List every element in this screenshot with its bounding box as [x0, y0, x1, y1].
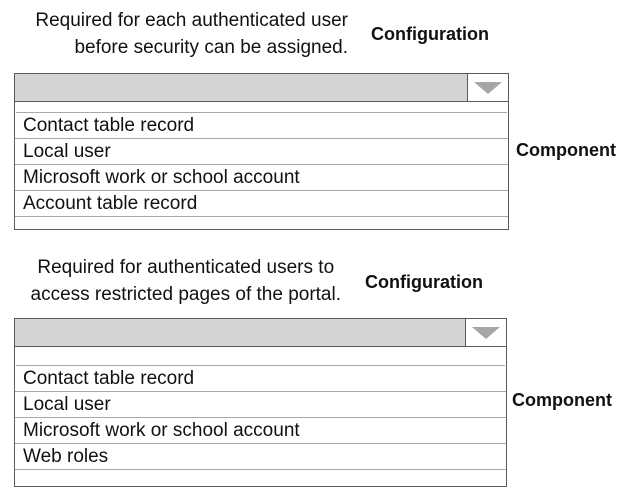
question-1-line-1: Required for each authenticated user	[35, 10, 348, 31]
dropdown-2-option-contact-table-record[interactable]: Contact table record	[15, 366, 506, 392]
question-2-line-1: Required for authenticated users to	[37, 257, 335, 278]
configuration-label-1: Configuration	[371, 24, 489, 44]
chevron-down-icon[interactable]	[467, 74, 508, 101]
dropdown-1-options: Contact table record Local user Microsof…	[15, 112, 508, 217]
dropdown-1-option-account-table-record[interactable]: Account table record	[15, 191, 508, 217]
configuration-label-2: Configuration	[365, 272, 483, 292]
component-label-1: Component	[516, 140, 616, 160]
dropdown-2-divider	[16, 365, 505, 366]
dropdown-2-option-microsoft-account[interactable]: Microsoft work or school account	[15, 418, 506, 444]
dropdown-2-option-web-roles[interactable]: Web roles	[15, 444, 506, 470]
dropdown-1-selected-value[interactable]	[15, 74, 508, 102]
dropdown-1-option-local-user[interactable]: Local user	[15, 139, 508, 165]
chevron-down-icon[interactable]	[465, 319, 506, 346]
dropdown-2-options: Contact table record Local user Microsof…	[15, 365, 506, 470]
dropdown-1-divider	[16, 112, 507, 113]
dropdown-1-option-contact-table-record[interactable]: Contact table record	[15, 113, 508, 139]
dropdown-2-option-local-user[interactable]: Local user	[15, 392, 506, 418]
question-2: Required for authenticated users to acce…	[31, 254, 342, 308]
dropdown-1[interactable]: Contact table record Local user Microsof…	[14, 73, 509, 230]
dropdown-2-selected-value[interactable]	[15, 319, 506, 347]
question-2-line-2: access restricted pages of the portal.	[30, 284, 342, 305]
question-1-line-2: before security can be assigned.	[74, 37, 348, 58]
component-label-2: Component	[512, 390, 612, 410]
dropdown-1-option-microsoft-account[interactable]: Microsoft work or school account	[15, 165, 508, 191]
question-1: Required for each authenticated user bef…	[35, 7, 348, 61]
dropdown-2[interactable]: Contact table record Local user Microsof…	[14, 318, 507, 487]
